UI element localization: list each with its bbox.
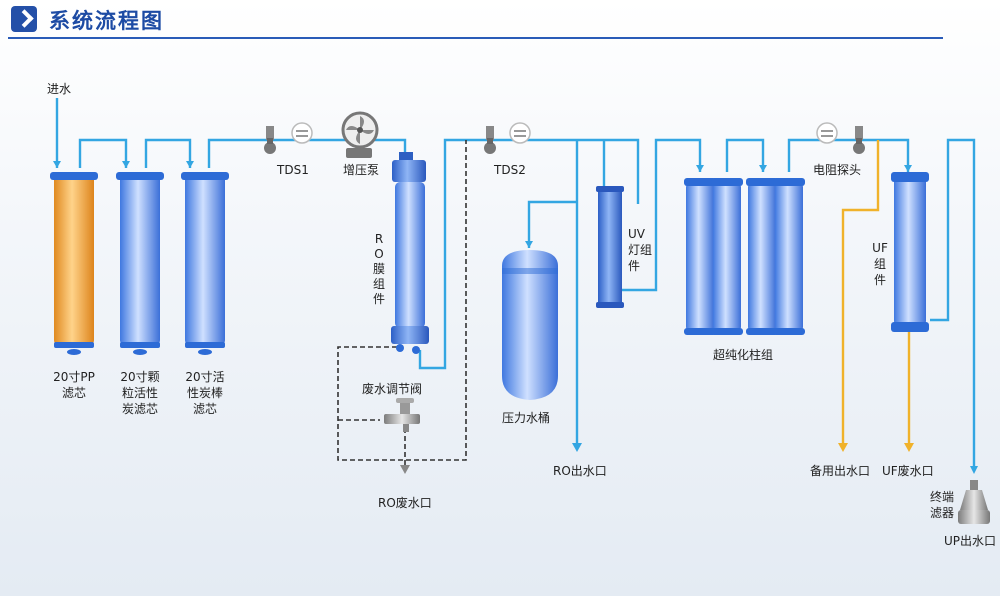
resistivity-probe-label: 电阻探头	[813, 163, 862, 177]
ro-membrane-module	[391, 152, 429, 354]
tds2-sensor-icon	[484, 126, 496, 154]
drain-pipes	[838, 140, 914, 452]
carbon-block-label-line: 滤芯	[192, 402, 217, 416]
pp-filter-label-line: 滤芯	[61, 386, 86, 400]
carbon-block-label: 20寸活 性炭棒 滤芯	[175, 369, 235, 417]
page-title: 系统流程图	[49, 9, 164, 33]
flow-meter-icon	[509, 122, 531, 144]
tds2-label: TDS2	[494, 163, 526, 177]
backup-outlet-label: 备用出水口	[810, 464, 871, 478]
booster-pump-label: 增压泵	[343, 163, 380, 177]
ro-waste-outlet-label: RO废水口	[378, 496, 432, 510]
granular-carbon-label-line: 20寸颗	[120, 370, 160, 384]
ro-module-label-char: O	[374, 247, 384, 261]
carbon-block-filter	[181, 172, 229, 355]
uf-module-label-line: 组	[873, 257, 886, 271]
resistivity-probe-icon	[853, 126, 865, 154]
waste-arrow-icon	[400, 465, 410, 474]
uv-lamp-label-line: 件	[628, 259, 641, 273]
carbon-block-label-line: 性炭棒	[186, 386, 223, 400]
flow-meter-icon	[816, 122, 838, 144]
granular-carbon-label-line: 炭滤芯	[121, 402, 158, 416]
uf-module	[891, 172, 929, 332]
granular-carbon-label-line: 粒活性	[121, 386, 158, 400]
waste-valve-icon	[384, 398, 420, 432]
title-divider	[8, 37, 943, 39]
terminal-filter-label-line: 滤器	[930, 506, 955, 520]
uf-module-label-line: UF	[872, 241, 888, 255]
uv-lamp-label: UV 灯组 件	[628, 226, 652, 274]
ultrapure-columns-label: 超纯化柱组	[713, 348, 774, 362]
ro-module-label-char: 膜	[372, 262, 385, 276]
inlet-label: 进水	[47, 82, 72, 96]
terminal-filter-label: 终端 滤器	[930, 489, 954, 521]
booster-pump-icon	[341, 111, 379, 158]
terminal-filter-icon	[958, 480, 990, 524]
chevron-right-icon	[11, 6, 37, 32]
granular-carbon-filter	[116, 172, 164, 355]
tds1-sensor-icon	[264, 126, 276, 154]
pressure-tank	[502, 250, 558, 400]
up-outlet-label: UP出水口	[944, 534, 997, 548]
ro-outlet-label: RO出水口	[553, 464, 607, 478]
flow-meter-icon	[291, 122, 313, 144]
ro-module-label-char: R	[374, 232, 384, 246]
pressure-tank-label: 压力水桶	[502, 411, 551, 425]
ultrapure-columns	[684, 178, 805, 335]
header: 系统流程图	[0, 0, 1000, 44]
uf-module-label: UF 组 件	[866, 240, 894, 288]
waste-valve-label: 废水调节阀	[362, 382, 423, 396]
uv-lamp-module	[596, 186, 624, 308]
granular-carbon-label: 20寸颗 粒活性 炭滤芯	[110, 369, 170, 417]
carbon-block-label-line: 20寸活	[185, 370, 225, 384]
ro-module-label: R O 膜 组 件	[372, 232, 386, 307]
pp-filter-label-line: 20寸PP	[53, 370, 95, 384]
uf-waste-outlet-label: UF废水口	[882, 464, 934, 478]
pp-filter-label: 20寸PP 滤芯	[44, 369, 104, 401]
tds1-label: TDS1	[277, 163, 309, 177]
uf-module-label-line: 件	[873, 273, 886, 287]
uv-lamp-label-line: 灯组	[628, 243, 653, 257]
uv-lamp-label-line: UV	[628, 227, 645, 241]
terminal-filter-label-line: 终端	[930, 490, 955, 504]
ro-module-label-char: 件	[372, 292, 385, 306]
pp-filter	[50, 172, 98, 355]
ro-module-label-char: 组	[372, 277, 385, 291]
